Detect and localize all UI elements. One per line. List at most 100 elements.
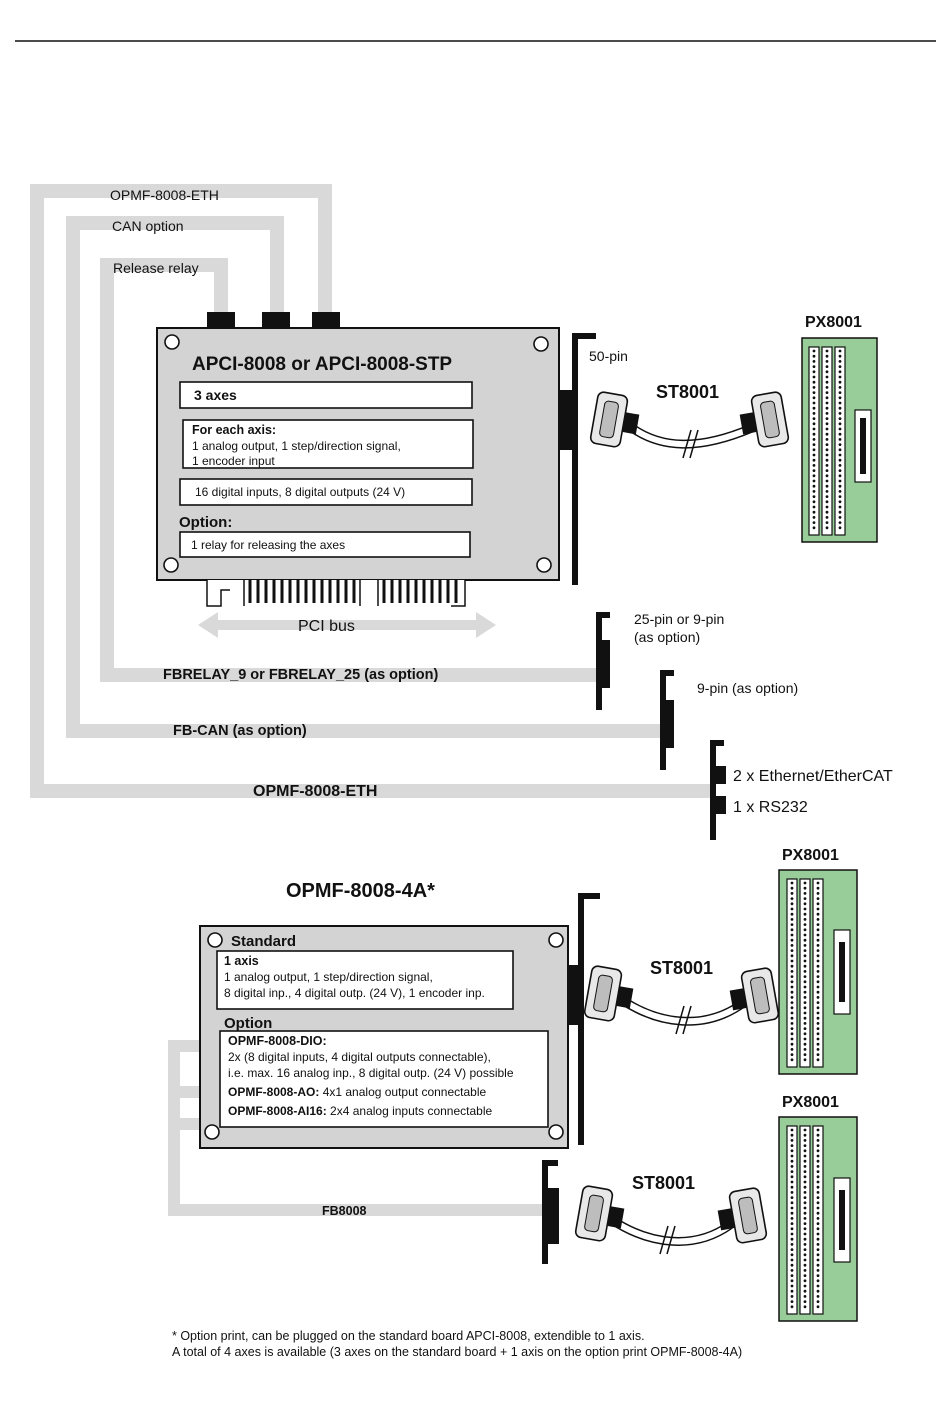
terminal-pin: [790, 990, 794, 994]
bottom-card-heading: OPMF-8008-4A*: [286, 880, 435, 902]
terminal-pin: [816, 1175, 820, 1179]
terminal-pin: [803, 1305, 807, 1309]
terminal-pin: [812, 510, 816, 514]
terminal-pin: [838, 349, 842, 353]
mount-hole: [164, 334, 180, 350]
terminal-pin: [825, 412, 829, 415]
terminal-pin: [803, 970, 807, 973]
fb8008-bracket: [542, 1160, 559, 1264]
terminal-pin: [825, 375, 829, 379]
eth-port1: 2 x Ethernet/EtherCAT: [733, 768, 893, 785]
terminal-pin: [803, 1269, 807, 1272]
terminal-pin: [790, 1232, 794, 1236]
mount-hole: [533, 336, 549, 352]
terminal-pin: [825, 516, 829, 519]
bottom-cable-2-label: ST8001: [632, 1173, 695, 1193]
wire-can: [66, 216, 662, 738]
terminal-pin: [803, 1037, 807, 1041]
terminal-pin: [816, 1032, 820, 1036]
terminal-pin: [838, 495, 842, 498]
fbcan-label: FB-CAN (as option): [173, 723, 307, 739]
terminal-pin: [825, 396, 829, 400]
terminal-pin: [790, 975, 794, 978]
terminal-pin: [803, 959, 807, 963]
terminal-pin: [816, 938, 820, 942]
terminal-pin: [803, 1222, 807, 1225]
terminal-pin: [838, 448, 842, 452]
terminal-pin: [816, 918, 820, 921]
terminal-pin: [816, 1170, 820, 1173]
terminal-pin: [816, 1191, 820, 1194]
terminal-pin: [790, 1180, 794, 1184]
terminal-pin: [816, 1159, 820, 1163]
terminal-pin: [790, 1206, 794, 1210]
terminal-pin: [803, 1279, 807, 1283]
terminal-pin: [838, 386, 842, 389]
terminal-pin: [812, 401, 816, 405]
option-box: [179, 531, 471, 558]
terminal-pin: [803, 881, 807, 885]
terminal-pin: [816, 1227, 820, 1231]
terminal-pin: [790, 1253, 794, 1257]
top-pin-label: 50-pin: [589, 348, 628, 364]
mount-hole: [204, 1124, 220, 1140]
terminal-pin: [816, 996, 820, 999]
terminal-pin: [816, 1237, 820, 1241]
terminal-pin: [825, 443, 829, 446]
terminal-pin: [790, 902, 794, 906]
terminal-pin: [803, 1300, 807, 1303]
terminal-pin: [803, 1139, 807, 1142]
top-slot-bracket: [560, 333, 596, 585]
fbrelay-label: FBRELAY_9 or FBRELAY_25 (as option): [163, 667, 438, 683]
terminal-pin: [803, 912, 807, 916]
terminal-pin: [790, 1006, 794, 1010]
terminal-pin: [803, 1248, 807, 1251]
terminal-pin: [816, 1196, 820, 1199]
mount-hole: [536, 557, 552, 573]
terminal-pin: [825, 479, 829, 483]
terminal-pin: [812, 448, 816, 452]
terminal-pin: [825, 380, 829, 384]
terminal-pin: [825, 422, 829, 426]
terminal-pin: [790, 1154, 794, 1158]
option-title: Option:: [179, 514, 232, 531]
terminal-pin: [812, 500, 816, 504]
terminal-pin: [825, 458, 829, 462]
terminal-pin: [803, 954, 807, 958]
terminal-pin: [790, 949, 794, 952]
terminal-pin: [812, 427, 816, 431]
terminal-pin: [790, 1149, 794, 1153]
ai-name: OPMF-8008-AI16:: [228, 1104, 327, 1118]
terminal-pin: [790, 933, 794, 937]
terminal-pin: [825, 453, 829, 457]
terminal-pin: [838, 526, 842, 530]
terminal-pin: [790, 907, 794, 911]
terminal-pin: [803, 923, 807, 926]
terminal-pin: [790, 1016, 794, 1020]
terminal-pin: [803, 1258, 807, 1262]
footnote-line1: * Option print, can be plugged on the st…: [172, 1329, 645, 1343]
bottom-terminal-2-label: PX8001: [782, 1094, 839, 1111]
terminal-pin: [816, 1279, 820, 1283]
standard-box: [216, 950, 514, 1010]
option-label-bottom: Option: [224, 1015, 272, 1032]
terminal-pin: [790, 938, 794, 942]
terminal-pin: [838, 375, 842, 379]
terminal-pin: [816, 1042, 820, 1046]
terminal-pin: [790, 1279, 794, 1283]
terminal-pin: [838, 360, 842, 363]
terminal-pin: [803, 1217, 807, 1220]
terminal-pin: [838, 521, 842, 524]
terminal-pin: [838, 396, 842, 400]
terminal-pin: [838, 427, 842, 431]
terminal-pin: [803, 1159, 807, 1163]
terminal-pin: [790, 1133, 794, 1137]
terminal-pin: [825, 417, 829, 420]
terminal-pin: [838, 422, 842, 426]
ao-line: OPMF-8008-AO: 4x1 analog output connecta…: [228, 1085, 486, 1099]
terminal-pin: [790, 1053, 794, 1056]
terminal-pin: [790, 1201, 794, 1205]
terminal-pin: [816, 1053, 820, 1056]
terminal-pin: [803, 1180, 807, 1184]
axis-line1: 1 analog output, 1 step/direction signal…: [224, 970, 433, 984]
